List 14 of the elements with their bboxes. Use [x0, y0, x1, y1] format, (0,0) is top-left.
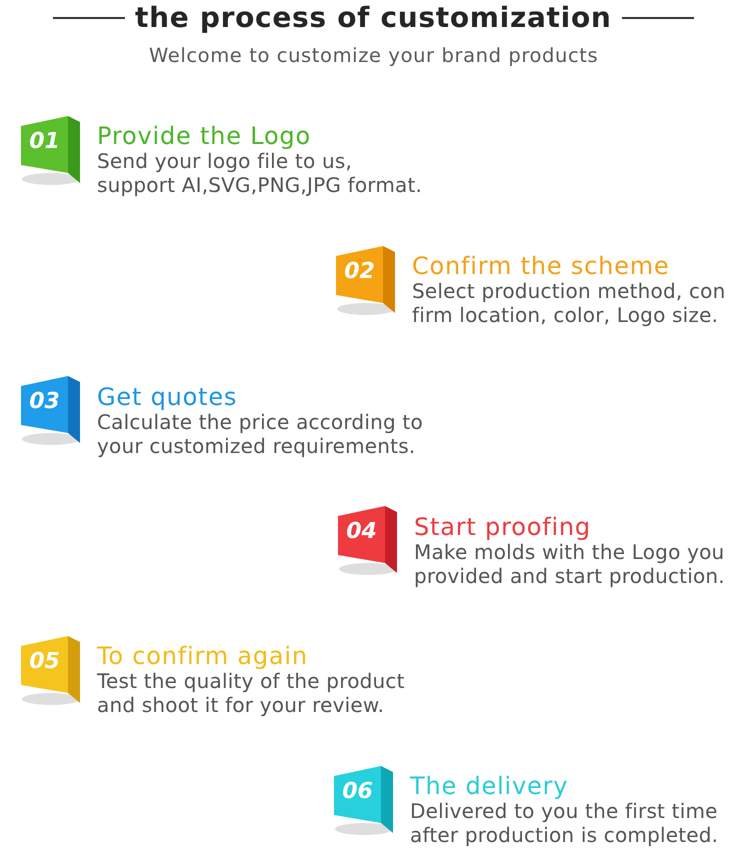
step-heading: Confirm the scheme [412, 253, 670, 279]
step-heading: Start proofing [414, 514, 591, 540]
step-heading: The delivery [410, 773, 568, 799]
step-description: Test the quality of the product and shoot it for your review. [97, 669, 406, 717]
step-heading: Provide the Logo [97, 123, 311, 149]
step-description: Make molds with the Logo you provided and start production. [414, 540, 726, 588]
step-description: Calculate the price according to your customized requirements. [97, 410, 424, 458]
step-description: Select production method, con firm location, color, Logo size. [412, 279, 726, 327]
subtitle: Welcome to customize your brand products [149, 44, 598, 68]
step-heading: Get quotes [97, 384, 238, 410]
step-heading: To confirm again [97, 643, 308, 669]
step-description: Send your logo file to us, support AI,SVG,PNG,JPG format. [97, 149, 424, 197]
step-description: Delivered to you the first time after production is completed. [410, 799, 720, 847]
title: the process of customization [135, 0, 612, 36]
